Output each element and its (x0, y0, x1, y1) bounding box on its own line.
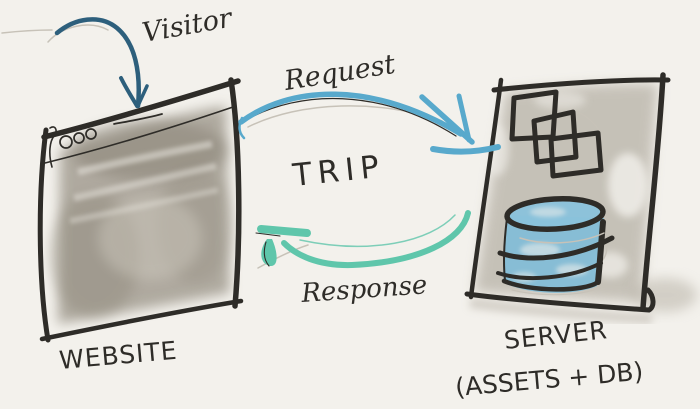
database-bottom-stroke (501, 278, 601, 292)
white-cloud (520, 243, 560, 257)
document-sheet (531, 109, 579, 165)
gray-wash-under (469, 298, 653, 324)
ink-echo (255, 232, 281, 237)
database-icon (496, 196, 615, 296)
pencil-echo (257, 244, 309, 269)
request-arrowhead (456, 93, 472, 143)
visitor-arrowhead (136, 84, 149, 108)
response-arrowhead-bar (257, 225, 311, 237)
window-control-dot (85, 128, 97, 140)
request-arrow-line (238, 91, 464, 137)
document-sheet (548, 130, 604, 179)
frame-left (37, 127, 51, 343)
database-disk-line (496, 261, 603, 281)
server-node: SERVER (ASSETS + DB) (454, 72, 697, 402)
request-arrow-tail (238, 116, 246, 140)
server-box-frame (464, 72, 671, 313)
white-cloud (608, 153, 648, 217)
light-streak (77, 140, 213, 176)
response-arrow: Response (255, 210, 471, 309)
database-disk-line (497, 235, 615, 261)
frame-left (468, 77, 504, 300)
gray-wash-light (98, 196, 202, 280)
pencil-echo (1, 29, 53, 34)
toolbar-line (44, 106, 234, 164)
gray-wash-outside (633, 278, 697, 312)
pencil-echo (519, 232, 605, 244)
request-arrowhead-swoosh (430, 144, 501, 155)
frame-top (41, 78, 241, 140)
frame-bottom (464, 287, 656, 313)
pencil-echo (577, 111, 603, 139)
frame-right (228, 77, 242, 309)
light-streak (69, 187, 219, 224)
ink-echo (245, 97, 457, 137)
white-cloud (530, 207, 566, 217)
visitor-arrow (54, 17, 141, 109)
database-right-stroke (595, 219, 606, 285)
urlbar-dash (113, 113, 163, 125)
request-arrowhead (419, 94, 475, 145)
window-control-dot (73, 132, 85, 144)
window-control-dot (59, 135, 73, 149)
response-arrow-line (281, 210, 471, 269)
website-content-wash (50, 106, 233, 324)
ink-echo (263, 241, 270, 267)
frame-right (640, 72, 666, 311)
pencil-echo (47, 24, 109, 43)
visitor-arrowhead (119, 76, 139, 108)
documents-stack-icon (509, 89, 604, 179)
frame-top (491, 77, 671, 93)
frame-bottom (39, 298, 244, 342)
database-top-stroke (504, 196, 606, 232)
teal-echo (299, 214, 456, 248)
pencil-echo (511, 287, 601, 296)
toolbar-squiggle (49, 126, 57, 168)
window-controls-icon (59, 128, 97, 149)
light-streak (73, 162, 217, 202)
website-node: WEBSITE (37, 77, 244, 375)
browser-window-icon (37, 77, 244, 343)
